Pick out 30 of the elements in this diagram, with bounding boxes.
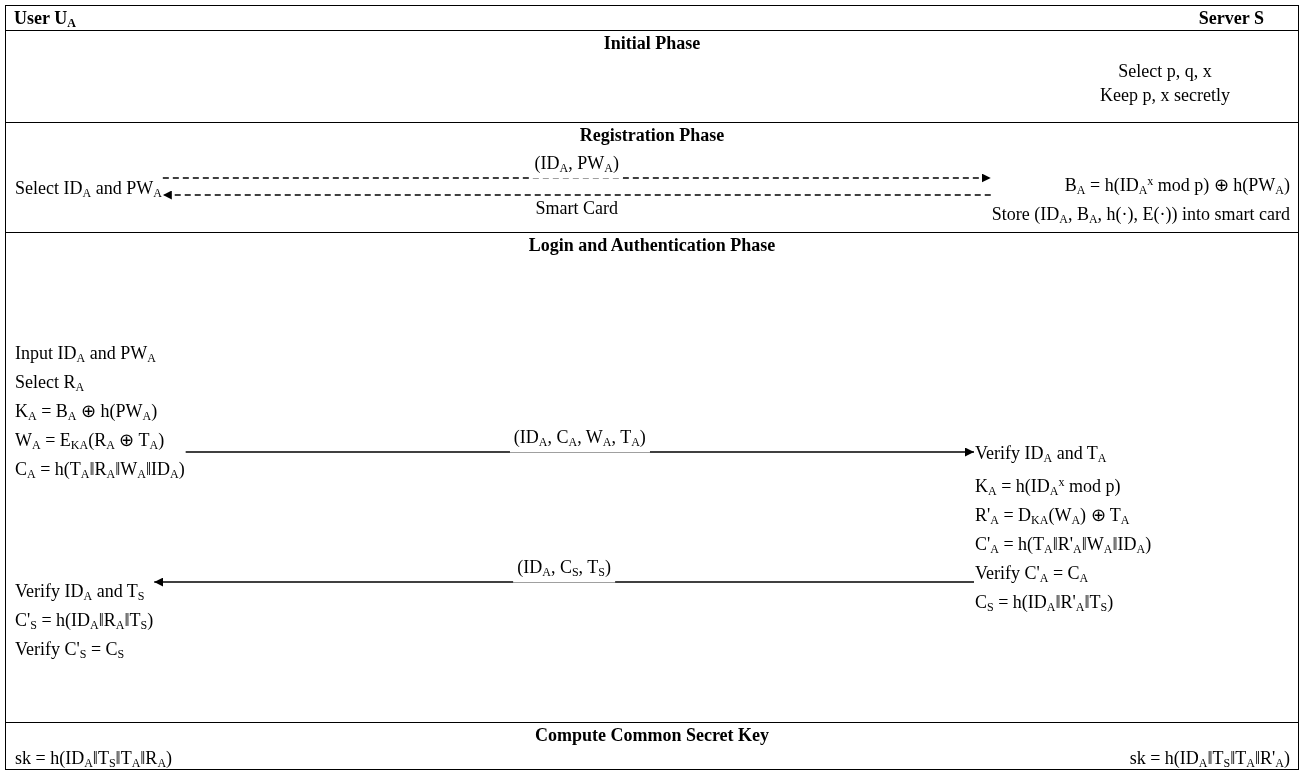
protocol-step: Store (ID$_{A}$, B$_{A}$, h(·), E(·)) into smart card <box>991 204 1290 224</box>
protocol-step: Select R$_{A}$ <box>15 372 85 392</box>
protocol-step: sk = h(ID$_{A}$‖T$_{S}$‖T$_{A}$‖R'$_{A}$) <box>1129 748 1290 768</box>
protocol-step: B$_{A}$ = h(ID$_{A}$$^{x}$ mod p) ⊕ h(PW$_{A}$) <box>1064 175 1290 195</box>
phase-title: Registration Phase <box>579 125 725 146</box>
protocol-step: sk = h(ID$_{A}$‖T$_{S}$‖T$_{A}$‖R$_{A}$) <box>15 748 173 768</box>
protocol-step: Verify ID$_{A}$ and T$_{A}$ <box>975 443 1107 463</box>
phase-title: Compute Common Secret Key <box>534 725 770 746</box>
protocol-step: C$_{A}$ = h(T$_{A}$‖R$_{A}$‖W$_{A}$‖ID$_{A}$) <box>15 459 185 479</box>
protocol-step: Verify ID$_{A}$ and T$_{S}$ <box>15 581 145 601</box>
protocol-step: Verify C'$_{A}$ = C$_{A}$ <box>975 563 1089 583</box>
dashed-arrow <box>162 173 992 183</box>
protocol-step: Select p, q, x <box>1118 61 1212 81</box>
protocol-step: W$_{A}$ = E$_{KA}$(R$_{A}$ ⊕ T$_{A}$) <box>15 430 165 450</box>
protocol-step: Input ID$_{A}$ and PW$_{A}$ <box>15 343 156 363</box>
column-header: User U$_{A}$ <box>14 8 76 31</box>
protocol-step: Verify C'$_{S}$ = C$_{S}$ <box>15 639 125 659</box>
phase-section <box>5 722 1299 770</box>
protocol-step: K$_{A}$ = B$_{A}$ ⊕ h(PW$_{A}$) <box>15 401 158 421</box>
protocol-step: C'$_{S}$ = h(ID$_{A}$‖R$_{A}$‖T$_{S}$) <box>15 610 154 630</box>
protocol-step: R'$_{A}$ = D$_{KA}$(W$_{A}$) ⊕ T$_{A}$ <box>975 505 1130 525</box>
protocol-step: C$_{S}$ = h(ID$_{A}$‖R'$_{A}$‖T$_{S}$) <box>975 592 1114 612</box>
protocol-step: K$_{A}$ = h(ID$_{A}$$^{x}$ mod p) <box>975 476 1121 496</box>
protocol-step: C'$_{A}$ = h(T$_{A}$‖R'$_{A}$‖W$_{A}$‖ID$_{A}$) <box>975 534 1152 554</box>
protocol-step: Keep p, x secretly <box>1100 85 1230 105</box>
dashed-arrow <box>162 190 992 200</box>
column-header: Server S <box>1198 8 1264 29</box>
phase-title: Login and Authentication Phase <box>528 235 776 256</box>
protocol-step: Select ID$_{A}$ and PW$_{A}$ <box>15 178 162 198</box>
phase-title: Initial Phase <box>603 33 701 54</box>
